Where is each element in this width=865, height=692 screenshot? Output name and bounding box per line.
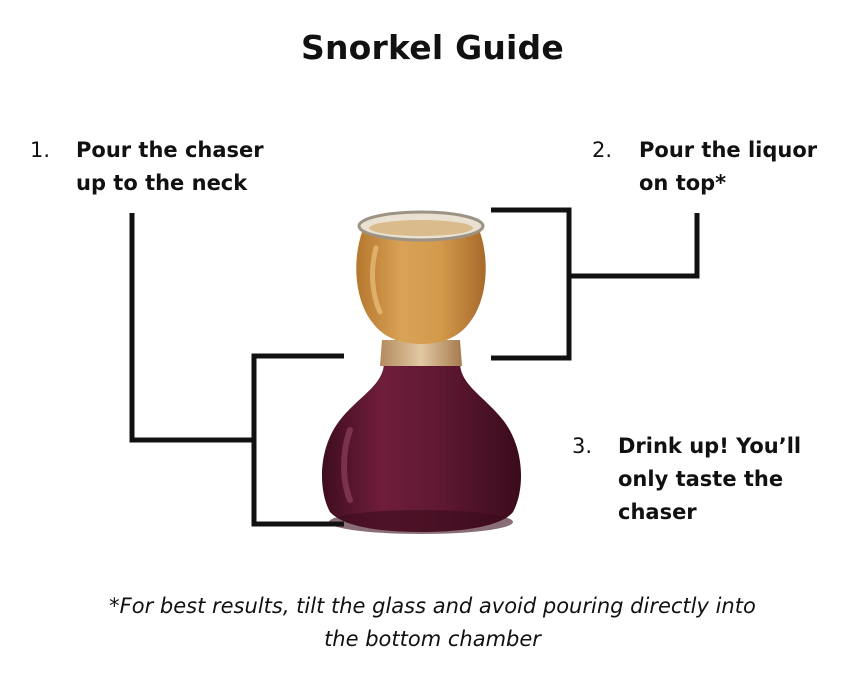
footnote-line-2: the bottom chamber — [0, 623, 865, 656]
step-1-connector — [132, 213, 254, 440]
footnote: *For best results, tilt the glass and av… — [0, 590, 865, 656]
step-3-number: 3. — [572, 430, 592, 463]
step-3-line-2: only taste the — [618, 463, 801, 496]
step-1-text: Pour the chaser up to the neck — [76, 134, 264, 200]
step-3-line-1: Drink up! You’ll — [618, 430, 801, 463]
page-title: Snorkel Guide — [0, 28, 865, 67]
step-2: 2. Pour the liquor on top* — [592, 134, 852, 204]
step-3-text: Drink up! You’ll only taste the chaser — [618, 430, 801, 529]
chaser-chamber — [322, 362, 521, 532]
top-cup-bracket — [491, 210, 569, 358]
step-1-line-1: Pour the chaser — [76, 134, 264, 167]
step-1-number: 1. — [30, 134, 50, 167]
step-2-line-1: Pour the liquor — [639, 134, 817, 167]
step-2-text: Pour the liquor on top* — [639, 134, 817, 200]
step-2-connector — [569, 213, 697, 276]
step-3-line-3: chaser — [618, 496, 801, 529]
footnote-line-1: *For best results, tilt the glass and av… — [0, 590, 865, 623]
step-1: 1. Pour the chaser up to the neck — [30, 134, 290, 204]
glass-rim-inner — [369, 220, 473, 236]
step-2-number: 2. — [592, 134, 612, 167]
step-1-line-2: up to the neck — [76, 167, 264, 200]
glass-base — [329, 510, 513, 534]
step-3: 3. Drink up! You’ll only taste the chase… — [572, 430, 852, 530]
step-2-line-2: on top* — [639, 167, 817, 200]
